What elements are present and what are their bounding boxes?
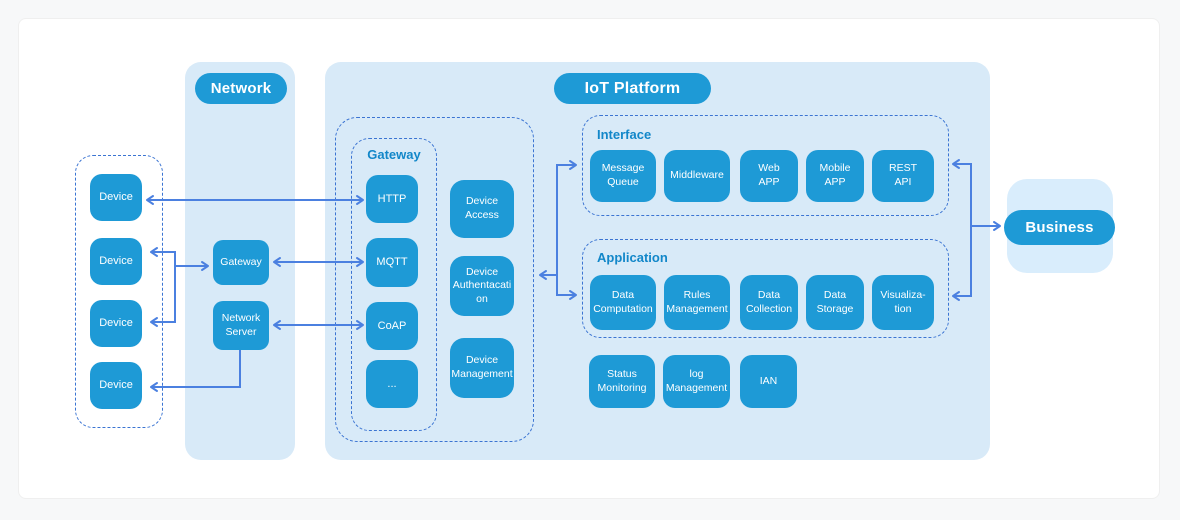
log-management-node: log Management	[663, 355, 730, 408]
lan-node: IAN	[740, 355, 797, 408]
device-management-node: Device Management	[450, 338, 514, 398]
visualization-node: Visualiza- tion	[872, 275, 934, 330]
data-storage-node: Data Storage	[806, 275, 864, 330]
gateway-section-label: Gateway	[367, 147, 421, 162]
web-app-node: Web APP	[740, 150, 798, 202]
gateway-outer-group	[335, 117, 534, 442]
rules-management-node: Rules Management	[664, 275, 730, 330]
status-monitoring-node: Status Monitoring	[589, 355, 655, 408]
iot-platform-panel	[325, 62, 990, 460]
device-node-3: Device	[90, 300, 142, 347]
gateway-inner-group	[351, 138, 437, 431]
data-computation-node: Data Computation	[590, 275, 656, 330]
message-queue-node: Message Queue	[590, 150, 656, 202]
device-access-node: Device Access	[450, 180, 514, 238]
business-title-badge: Business	[1004, 210, 1115, 245]
protocol-more-node: ...	[366, 360, 418, 408]
device-node-4: Device	[90, 362, 142, 409]
device-authentication-node: Device Authentacati on	[450, 256, 514, 316]
protocol-mqtt-node: MQTT	[366, 238, 418, 287]
device-node-1: Device	[90, 174, 142, 221]
application-section-label: Application	[597, 250, 668, 265]
protocol-http-node: HTTP	[366, 175, 418, 223]
iot-platform-title-badge: IoT Platform	[554, 73, 711, 104]
data-collection-node: Data Collection	[740, 275, 798, 330]
rest-api-node: REST API	[872, 150, 934, 202]
interface-group	[582, 115, 949, 216]
device-node-2: Device	[90, 238, 142, 285]
network-server-node: Network Server	[213, 301, 269, 350]
interface-section-label: Interface	[597, 127, 652, 142]
mobile-app-node: Mobile APP	[806, 150, 864, 202]
network-gateway-node: Gateway	[213, 240, 269, 285]
network-title-badge: Network	[195, 73, 287, 104]
protocol-coap-node: CoAP	[366, 302, 418, 350]
middleware-node: Middleware	[664, 150, 730, 202]
application-group	[582, 239, 949, 338]
